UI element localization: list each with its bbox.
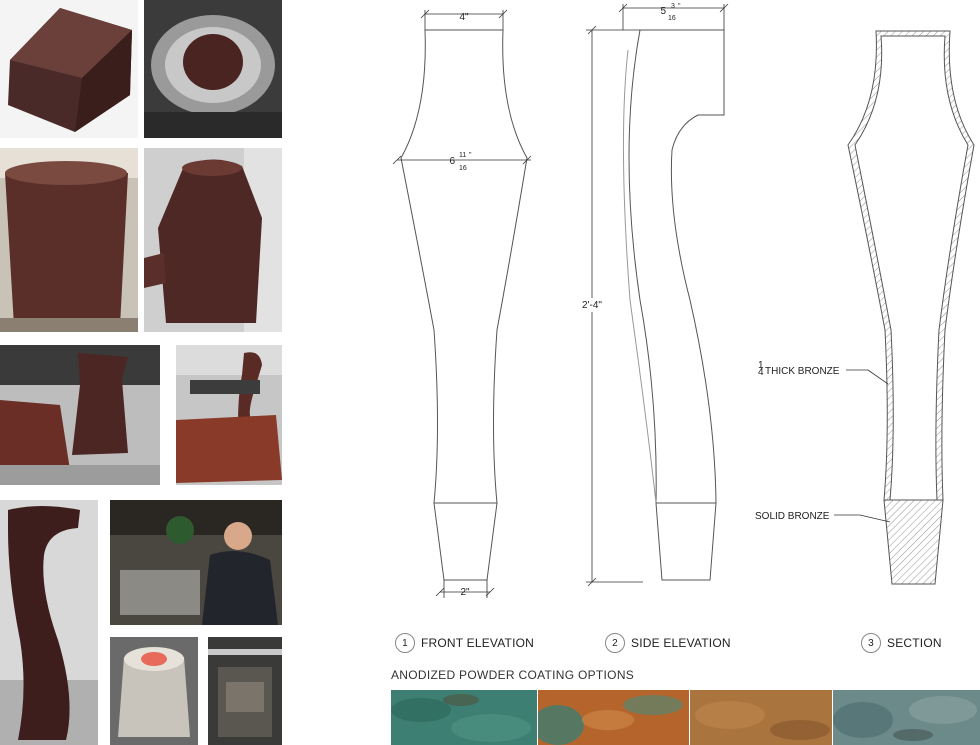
- photo-carved-wax: [144, 148, 282, 332]
- swatch-bronze: [690, 690, 832, 745]
- caption-label: FRONT ELEVATION: [421, 636, 535, 650]
- front-mid-dimension: [392, 155, 532, 165]
- front-top-width-text: 4": [459, 12, 469, 23]
- front-bottom-width-text: 2": [460, 587, 470, 598]
- side-top-width-num: 3: [671, 3, 675, 10]
- section-thick-den: 4: [758, 367, 764, 378]
- section-drawing: [847, 30, 975, 585]
- section-thick-bronze-leader: [846, 369, 889, 385]
- caption-section: 3 SECTION: [861, 633, 942, 653]
- photo-melting-pot: [144, 0, 282, 138]
- caption-number: 1: [395, 633, 415, 653]
- section-solid-bronze-leader: [834, 514, 891, 523]
- side-top-width-whole: 5: [660, 6, 666, 17]
- caption-front-elevation: 1 FRONT ELEVATION: [395, 633, 534, 653]
- caption-number: 2: [605, 633, 625, 653]
- caption-number: 3: [861, 633, 881, 653]
- caption-label: SECTION: [887, 636, 942, 650]
- front-mid-width-den: 16: [459, 165, 467, 172]
- front-mid-width-whole: 6: [449, 156, 455, 167]
- section-thick-label: THICK BRONZE: [765, 366, 840, 377]
- photo-crucible: [110, 637, 198, 745]
- section-thick-num: 1: [758, 360, 764, 371]
- side-height-text: 2'-4": [582, 300, 602, 311]
- side-top-width-den: 16: [668, 15, 676, 22]
- swatch-verdigris: [391, 690, 537, 745]
- photo-artist-working: [110, 500, 282, 625]
- photo-shaping-leg: [0, 345, 160, 485]
- front-mid-width-num: 11: [459, 152, 466, 159]
- side-height-label-bg: [578, 298, 606, 312]
- caption-side-elevation: 2 SIDE ELEVATION: [605, 633, 731, 653]
- photo-wax-shavings: [176, 345, 282, 485]
- technical-drawing: 4" 6 11 16 " 2" 5 3 16 " 2'-4": [392, 3, 975, 598]
- side-top-width-inch: ": [678, 3, 681, 10]
- photo-foundry: [208, 637, 282, 745]
- caption-label: SIDE ELEVATION: [631, 636, 731, 650]
- swatch-slate-patina: [833, 690, 980, 745]
- swatch-section-title: ANODIZED POWDER COATING OPTIONS: [391, 668, 635, 682]
- front-elevation-drawing: [400, 29, 528, 581]
- side-top-dimension: [618, 3, 729, 30]
- swatch-copper-patina: [538, 690, 689, 745]
- photo-wax-cylinder: [0, 148, 138, 332]
- section-solid-label: SOLID BRONZE: [755, 511, 830, 522]
- front-mid-width-inch: ": [469, 152, 472, 159]
- photo-finished-wax-leg: [0, 500, 98, 745]
- photo-wax-block: [0, 0, 138, 138]
- front-top-dimension: [420, 9, 508, 30]
- front-bottom-dimension: [435, 580, 495, 598]
- side-elevation-drawing: [622, 29, 725, 581]
